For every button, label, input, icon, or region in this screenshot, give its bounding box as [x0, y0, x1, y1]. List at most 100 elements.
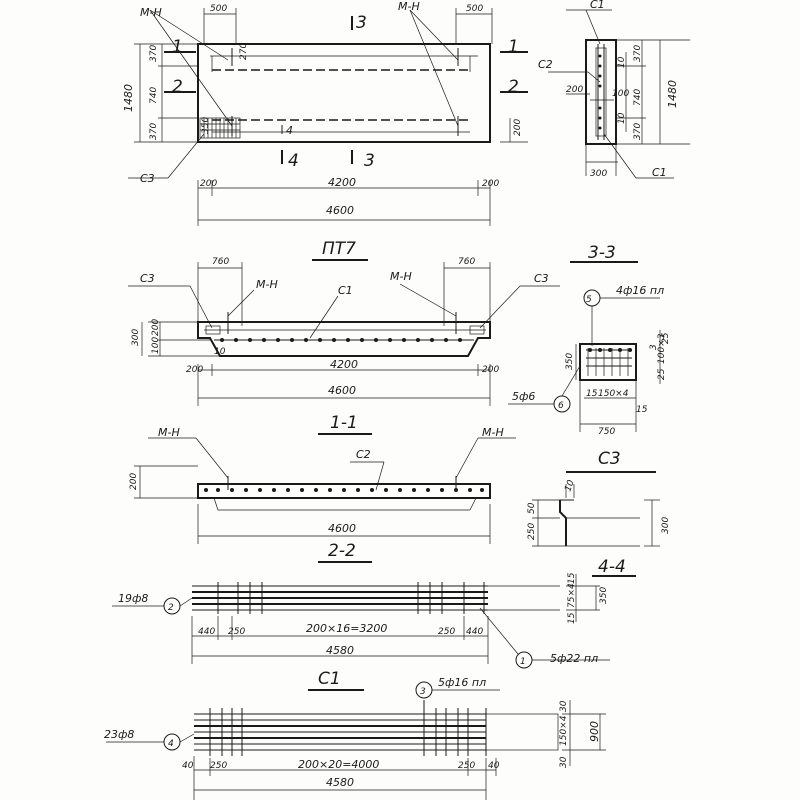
dim-200-pt7-left: 200: [186, 365, 203, 375]
dim-50-c3: 50: [527, 502, 537, 514]
title-c1: С1: [318, 669, 341, 689]
dim-30-top-c1: 30: [559, 700, 569, 712]
title-1-1: 1-1: [330, 413, 358, 433]
title-pt7: ПТ7: [322, 239, 356, 259]
cut-3-top: 3: [356, 13, 367, 33]
dim-25-bottom-s33: 25: [657, 368, 667, 380]
dim-150x4-c1: 150×4: [559, 715, 569, 746]
dim-250-right-c1: 250: [458, 761, 475, 771]
dim-15-left-s33: 15: [586, 389, 598, 399]
dim-250-left: 250: [228, 627, 245, 637]
dim-4200-pt7: 4200: [330, 358, 358, 371]
label-23phi8: 23ф8: [104, 728, 134, 741]
section-2-2: 2-2 4-4 19ф8: [112, 541, 636, 669]
label-c2-section: С2: [538, 58, 553, 71]
label-mn-right-s11: М-Н: [482, 426, 504, 439]
dim-75x4: 75×4: [567, 583, 577, 608]
dim-370-bottom: 370: [149, 123, 159, 140]
c1-frame: С1 3 5ф16 пл: [104, 669, 606, 800]
cut-1-right: 1: [508, 37, 519, 57]
dim-500-right: 500: [466, 4, 483, 14]
dim-30-bottom-c1: 30: [559, 756, 569, 768]
dim-300-c3: 300: [661, 517, 671, 534]
dim-370-sec-top: 370: [633, 45, 643, 62]
callout-4-number: 4: [168, 739, 174, 749]
plan-view: М-Н М-Н 500 500 3 3 4 4 1 1 2 2 370 740 …: [122, 0, 528, 226]
dim-200-s11: 200: [129, 473, 139, 490]
c3-mesh-block: [199, 117, 241, 139]
dim-10-lower: 10: [617, 112, 627, 124]
label-19phi8: 19ф8: [118, 592, 148, 605]
label-c3-plan: С3: [140, 172, 155, 185]
dim-4200: 4200: [328, 176, 356, 189]
dim-4580-s22: 4580: [326, 644, 354, 657]
dim-740-sec: 740: [633, 89, 643, 106]
dim-440-left: 440: [198, 627, 215, 637]
dim-200x16: 200×16=3200: [306, 622, 387, 635]
dim-270: 270: [239, 43, 249, 60]
dim-200-left: 200: [200, 179, 217, 189]
label-mn-left: М-Н: [140, 6, 162, 19]
label-c2-s11: С2: [356, 448, 371, 461]
cut-2-left: 2: [172, 77, 183, 97]
label-c1-pt7: С1: [338, 284, 353, 297]
dim-200-right: 200: [482, 179, 499, 189]
dim-1480: 1480: [122, 84, 135, 112]
dim-300-pt7: 300: [131, 329, 141, 346]
dim-440-right: 440: [466, 627, 483, 637]
dim-40-right-c1: 40: [488, 761, 500, 771]
dim-760-right: 760: [458, 257, 475, 267]
dim-10-c3: 10: [563, 479, 576, 493]
dim-15-bottom-s22: 15: [567, 612, 577, 624]
label-5phi6: 5ф6: [512, 390, 535, 403]
label-c1-section-bottom: С1: [652, 166, 667, 179]
dim-150x4-s33: 150×4: [598, 389, 629, 399]
dim-900-c1: 900: [588, 721, 601, 742]
dim-250-left-c1: 250: [210, 761, 227, 771]
dim-200-section: 200: [566, 85, 583, 95]
dim-4600-pt7: 4600: [328, 384, 356, 397]
section-3-3: 3-3 5 4ф16 пл 350 25 3 100×3 25 5ф6 6 15: [508, 243, 671, 437]
title-3-3: 3-3: [588, 243, 616, 263]
dim-3-s33: 3: [649, 344, 659, 350]
dim-500-left: 500: [210, 4, 227, 14]
label-c3-left: С3: [140, 272, 155, 285]
dim-100-pt7: 100: [151, 337, 161, 354]
plan-outline: [197, 43, 491, 143]
dim-4600-s11: 4600: [328, 522, 356, 535]
dim-10-upper: 10: [617, 56, 627, 68]
end-section-view: С1 С2 200 100 10 10 370 740 370 1480 300…: [538, 0, 690, 179]
dim-350-s22: 350: [599, 587, 609, 604]
label-mn-right-pt7: М-Н: [390, 270, 412, 283]
dim-370-sec-bottom: 370: [633, 123, 643, 140]
dim-350: 350: [201, 117, 211, 134]
dim-200x20: 200×20=4000: [298, 758, 379, 771]
callout-2-number: 2: [168, 603, 174, 613]
dim-4580-c1: 4580: [326, 776, 354, 789]
dim-100-section: 100: [612, 89, 629, 99]
dim-250-right: 250: [438, 627, 455, 637]
label-mn-left-pt7: М-Н: [256, 278, 278, 291]
label-5phi16-c1: 5ф16 пл: [438, 676, 486, 689]
callout-5-number: 5: [586, 295, 592, 305]
callout-3-number: 3: [420, 687, 426, 697]
title-4-4: 4-4: [598, 557, 626, 577]
dim-250-c3: 250: [527, 523, 537, 540]
label-c3-right: С3: [534, 272, 549, 285]
dim-750-s33: 750: [598, 427, 615, 437]
dim-370-top: 370: [149, 45, 159, 62]
label-4phi16: 4ф16 пл: [616, 284, 664, 297]
dim-760-left: 760: [212, 257, 229, 267]
cut-4-mid: 4: [286, 124, 293, 137]
cut-1-left: 1: [172, 37, 183, 57]
dim-200-side: 200: [513, 119, 523, 136]
title-c3-detail: С3: [598, 449, 621, 469]
dim-1480-sec: 1480: [666, 80, 679, 108]
label-mn-right: М-Н: [398, 0, 420, 13]
label-mn-left-s11: М-Н: [158, 426, 180, 439]
title-2-2: 2-2: [328, 541, 356, 561]
dim-100x3-s33: 100×3: [657, 333, 667, 364]
label-c1-section-top: С1: [590, 0, 605, 11]
